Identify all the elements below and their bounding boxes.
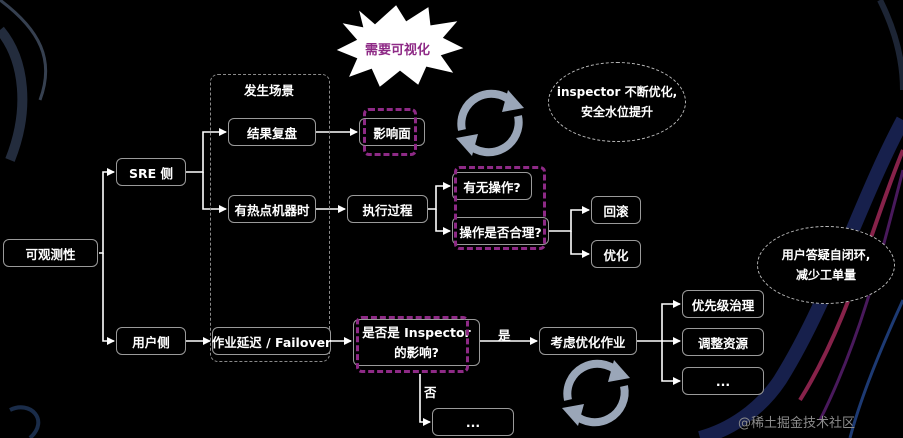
background-swirl-left [0, 0, 48, 438]
node-more-2: ... [432, 408, 514, 436]
node-hotspot-machine: 有热点机器时 [228, 195, 316, 223]
callout-user-line2: 减少工单量 [795, 268, 856, 282]
connectors [99, 128, 681, 426]
node-priority-governance: 优先级治理 [682, 290, 764, 318]
need-visualization-text: 需要可视化 [365, 43, 431, 58]
callout-inspector: inspector 不断优化, 安全水位提升 [548, 62, 686, 142]
node-more-1: ... [682, 367, 764, 395]
node-operation-reasonable: 操作是否合理? [452, 217, 549, 245]
edge-label-no: 否 [424, 385, 437, 400]
node-observability: 可观测性 [3, 239, 98, 267]
node-user-side: 用户侧 [116, 327, 186, 355]
callout-user: 用户答疑自闭环, 减少工单量 [757, 226, 895, 304]
highlight-impact-area [363, 108, 417, 156]
node-is-inspector-impact-line2: 的影响? [394, 344, 439, 360]
node-rollback: 回滚 [591, 196, 641, 224]
scenario-group-frame [210, 74, 330, 362]
node-is-inspector-impact: 是否是 Inspector 的影响? [353, 319, 480, 366]
node-execution-process: 执行过程 [347, 195, 428, 223]
node-job-delay: 作业延迟 / Failover [212, 327, 331, 355]
cycle-icon [562, 359, 630, 427]
need-visualization-burst [336, 5, 464, 87]
scenario-header: 发生场景 [244, 83, 295, 98]
cycle-icon [456, 89, 524, 157]
callout-user-line1: 用户答疑自闭环, [781, 248, 871, 262]
node-result-review: 结果复盘 [228, 118, 316, 146]
watermark: @稀土掘金技术社区 [738, 416, 856, 431]
highlight-inspector-impact [356, 316, 469, 373]
node-adjust-resources: 调整资源 [682, 328, 764, 356]
highlight-operations [454, 166, 546, 250]
node-is-inspector-impact-line1: 是否是 Inspector [362, 324, 471, 340]
node-any-operation: 有无操作? [452, 172, 532, 200]
callout-inspector-line1: inspector 不断优化, [556, 85, 678, 99]
node-optimize: 优化 [591, 240, 641, 268]
node-consider-optimize-job: 考虑优化作业 [539, 327, 637, 355]
callout-inspector-line2: 安全水位提升 [580, 105, 653, 119]
edge-label-yes: 是 [498, 328, 511, 343]
node-sre-side: SRE 侧 [116, 158, 186, 186]
